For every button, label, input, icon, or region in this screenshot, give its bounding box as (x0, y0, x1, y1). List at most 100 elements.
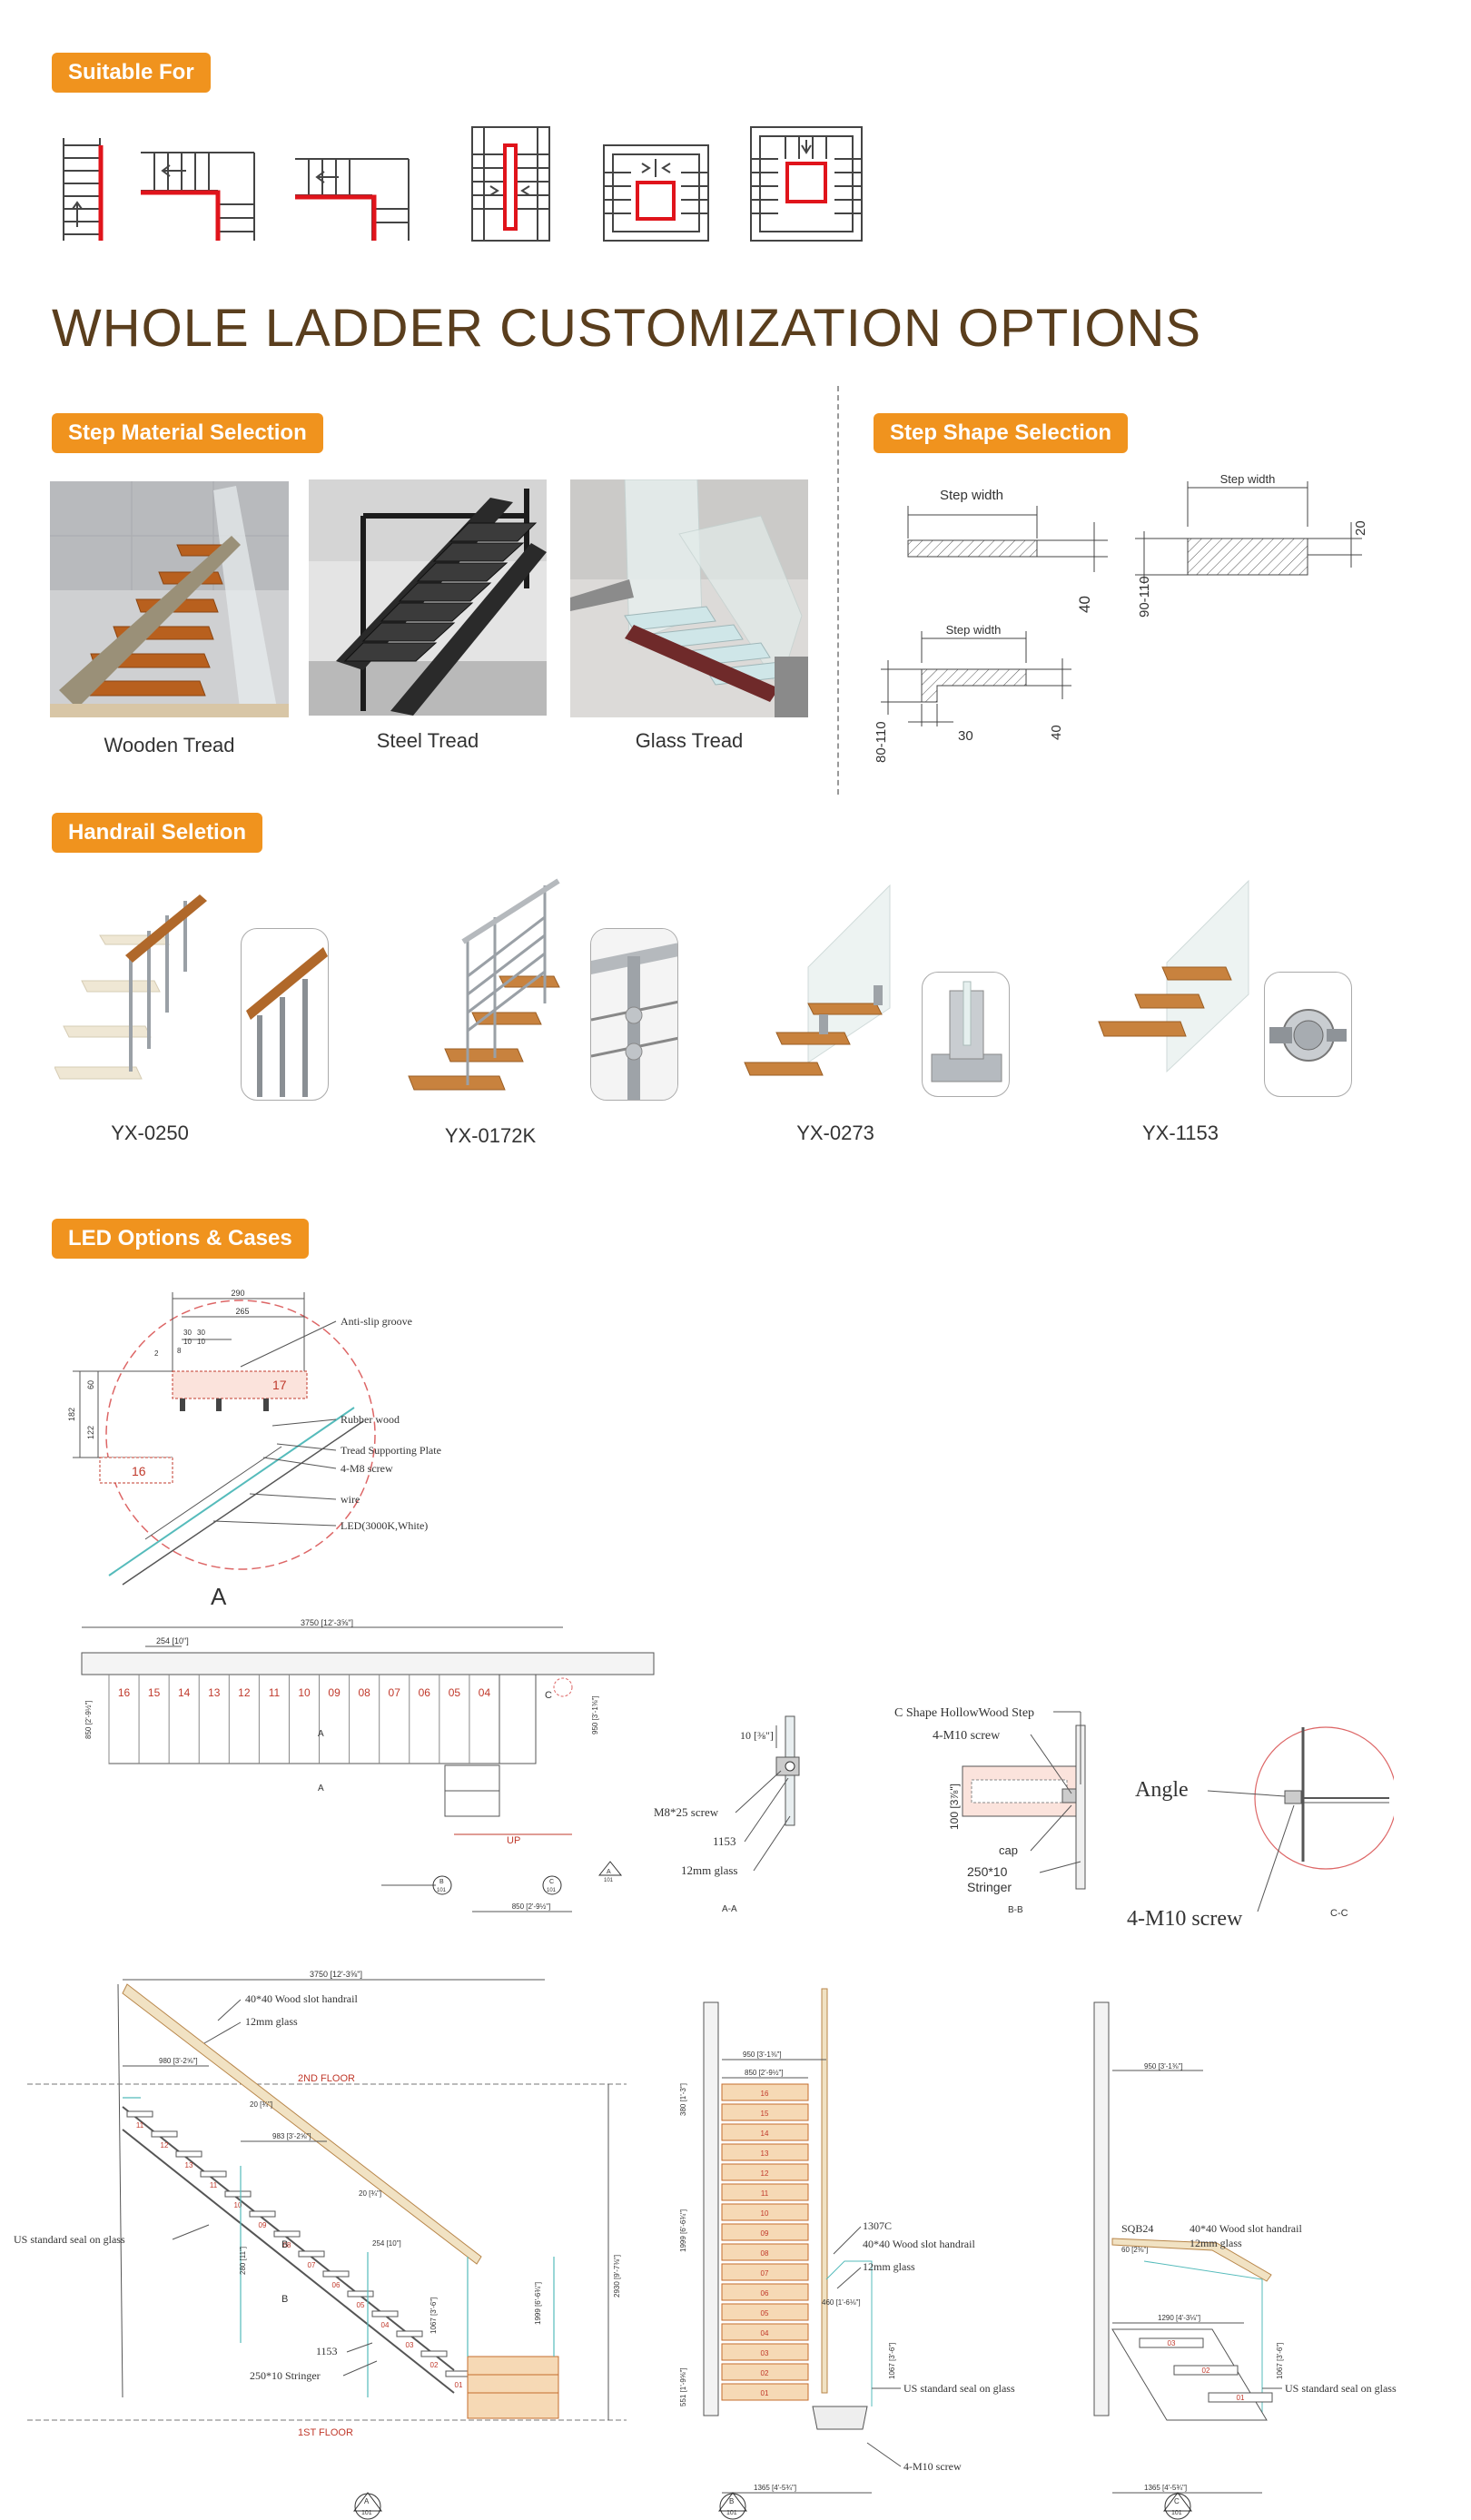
dim-30a: 30 (183, 1329, 192, 1337)
aa-label-1153: 1153 (713, 1834, 736, 1848)
handrail-yx0172k-detail (590, 928, 678, 1101)
shape-b-dim1: 20 (1353, 520, 1368, 536)
elev-label-seal: US standard seal on glass (14, 2233, 125, 2246)
plan-step-number: 04 (479, 1686, 491, 1699)
front-step-number: 16 (761, 2090, 769, 2098)
front-dim-850: 850 [2'-9½"] (745, 2069, 784, 2077)
shape-a-label: Step width (940, 488, 1003, 503)
section-divider (837, 386, 839, 795)
side-label-seal: US standard seal on glass (1285, 2382, 1397, 2395)
elev-mark-b1: B (281, 2239, 288, 2250)
elev-step-number: 08 (283, 2241, 291, 2249)
front-label-glass: 12mm glass (863, 2260, 915, 2273)
elev-step-number: 03 (406, 2341, 414, 2349)
handrail-yx0172k-caption: YX-0172K (444, 1124, 537, 1147)
elev-tread (371, 2310, 399, 2317)
label-tread-plate: Tread Supporting Plate (341, 1444, 441, 1457)
side-callout-num: 101 (1171, 2510, 1182, 2516)
bb-label-stringer: Stringer (967, 1880, 1012, 1894)
elev-label-glass: 12mm glass (245, 2015, 298, 2028)
label-rubber-wood: Rubber wood (341, 1413, 400, 1426)
plan-up-label: UP (507, 1835, 520, 1846)
front-tread (721, 2363, 809, 2381)
elev-step-number: 13 (185, 2161, 193, 2169)
shape-b-label: Step width (1220, 472, 1276, 486)
dim-182: 182 (67, 1408, 76, 1421)
elev-tread (175, 2150, 202, 2158)
elev-dim-2930: 2930 [9'-7⅜"] (613, 2255, 621, 2298)
bb-label-100: 100 [3⅞"] (948, 1784, 961, 1830)
dim-2: 2 (154, 1349, 159, 1358)
handrail-yx0172k-image (408, 878, 560, 1091)
elev-dim-254: 254 [10"] (372, 2239, 401, 2248)
stair-elevation-drawing: 3750 [12'-3⅝"] 2ND FLOOR 1ST FLOOR 11121… (14, 1970, 627, 2520)
section-cc-drawing: Angle 4-M10 screw C-C (1127, 1726, 1394, 1931)
front-callout-num: 101 (726, 2510, 737, 2516)
elev-callout: A (364, 2497, 370, 2505)
plan-step-number: 05 (449, 1686, 461, 1699)
plan-callout-a-num: 101 (604, 1878, 614, 1883)
side-callout: C (1174, 2497, 1180, 2505)
dim-265: 265 (235, 1307, 249, 1316)
side-tread (1208, 2392, 1273, 2403)
elev-step-number: 07 (308, 2261, 316, 2269)
open-well-stair-icon (750, 126, 863, 242)
elev-step-number: 02 (430, 2361, 439, 2369)
front-dim-1067: 1067 [3'-6"] (888, 2343, 896, 2379)
section-bb-drawing: C Shape HollowWood Step 4-M10 screw 100 … (894, 1706, 1086, 1915)
side-dim-950: 950 [3'-1⅜"] (1144, 2062, 1183, 2070)
handrail-yx0250-image (54, 894, 207, 1080)
step-17: 17 (272, 1378, 287, 1392)
handrail-yx1153-detail (1264, 972, 1352, 1097)
handrail-yx0273-image (744, 884, 891, 1076)
front-dim-1365: 1365 [4'-5¾"] (754, 2484, 796, 2492)
handrail-yx0250-detail (241, 928, 329, 1101)
side-dim-1067: 1067 [3'-6"] (1276, 2343, 1284, 2379)
front-tread (721, 2263, 809, 2281)
plan-callout-b-num: 101 (437, 1888, 447, 1893)
front-tread (721, 2243, 809, 2261)
handrail-yx0273-detail (922, 972, 1010, 1097)
wooden-tread-caption: Wooden Tread (104, 734, 235, 756)
front-tread (721, 2103, 809, 2121)
side-step-number: 02 (1202, 2367, 1210, 2375)
handrail-badge: Handrail Seletion (52, 813, 263, 853)
plan-mark-a1: A (318, 1729, 324, 1739)
main-title: WHOLE LADDER CUSTOMIZATION OPTIONS (51, 299, 1202, 358)
elev-total-dim: 3750 [12'-3⅝"] (310, 1970, 362, 1979)
side-dim-1290: 1290 [4'-3⅛"] (1158, 2314, 1200, 2322)
label-m8-screw: 4-M8 screw (341, 1462, 393, 1475)
plan-total-dim: 3750 [12'-3⅝"] (301, 1618, 353, 1627)
shape-c-label: Step width (946, 623, 1002, 637)
side-tread (1173, 2365, 1239, 2376)
bb-label-m10: 4-M10 screw (933, 1729, 1001, 1743)
elev-tread (200, 2170, 227, 2178)
dim-8: 8 (177, 1347, 182, 1355)
suitable-for-badge: Suitable For (52, 53, 211, 93)
front-step-number: 12 (761, 2169, 769, 2178)
bb-label-cap: cap (999, 1843, 1018, 1857)
elev-step-number: 06 (332, 2281, 341, 2289)
plan-step-number: 10 (298, 1686, 311, 1699)
elev-dim-20a: 20 [¾"] (250, 2100, 272, 2109)
plan-step-number: 09 (328, 1686, 341, 1699)
front-dim-1999: 1999 [6'-6¾"] (679, 2209, 687, 2252)
bb-label-250: 250*10 (967, 1864, 1008, 1879)
step-16: 16 (132, 1464, 146, 1478)
side-label-handrail: 40*40 Wood slot handrail (1190, 2222, 1302, 2235)
front-dim-460: 460 [1'-6⅛"] (822, 2298, 861, 2307)
plan-bottom-dim: 850 [2'-9½"] (512, 1902, 551, 1911)
glass-tread-caption: Glass Tread (635, 729, 744, 752)
led-options-badge: LED Options & Cases (52, 1219, 309, 1259)
step-shape-diagrams: Step width 40 Step width 20 90-110 Step … (874, 472, 1368, 763)
dim-60: 60 (86, 1380, 95, 1389)
front-tread (721, 2163, 809, 2181)
glass-tread-photo (570, 479, 808, 717)
handrail-yx0250-caption: YX-0250 (111, 1122, 189, 1144)
cc-label-angle: Angle (1135, 1778, 1189, 1802)
front-tread (721, 2343, 809, 2361)
front-dim-950: 950 [3'-1⅜"] (743, 2051, 782, 2059)
front-dim-380: 380 [1'-3"] (679, 2083, 687, 2116)
